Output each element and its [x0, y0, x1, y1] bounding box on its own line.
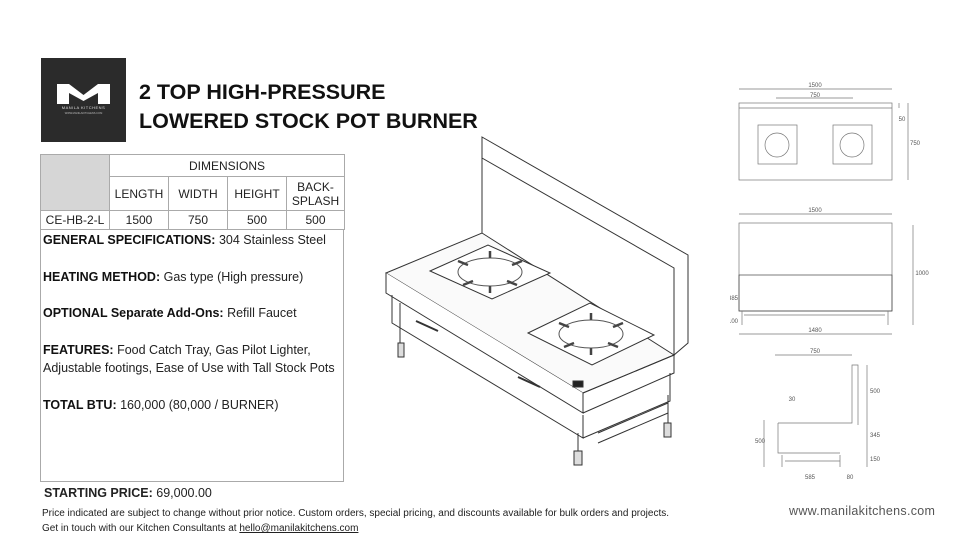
dim-label: 1500 [808, 208, 822, 214]
dim-label: 1500 [808, 83, 822, 89]
product-illustration [384, 136, 689, 466]
spec-label: FEATURES: [43, 342, 114, 357]
dim-label: 100 [730, 319, 739, 325]
col-backsplash: BACK-SPLASH [286, 176, 345, 211]
dim-label: 1480 [808, 328, 822, 334]
table-row: CE-HB-2-L 1500 750 500 500 [40, 210, 345, 230]
spec-value: 304 Stainless Steel [215, 233, 326, 247]
value-length: 1500 [109, 210, 169, 230]
col-length: LENGTH [109, 176, 169, 211]
note-contact-text: Get in touch with our Kitchen Consultant… [42, 523, 240, 534]
col-height: HEIGHT [227, 176, 287, 211]
price-note: Price indicated are subject to change wi… [42, 506, 669, 536]
spec-value: Gas type (High pressure) [160, 269, 304, 284]
spec-value: 160,000 (80,000 / BURNER) [116, 397, 279, 412]
spec-general: GENERAL SPECIFICATIONS: 304 Stainless St… [43, 231, 341, 249]
dim-label: 500 [755, 439, 766, 445]
col-width: WIDTH [168, 176, 228, 211]
note-line-1: Price indicated are subject to change wi… [42, 508, 669, 519]
price-value: 69,000.00 [152, 486, 212, 500]
dim-label: 80 [847, 475, 854, 481]
page-title: 2 TOP HIGH-PRESSURE LOWERED STOCK POT BU… [139, 78, 478, 136]
spec-btu: TOTAL BTU: 160,000 (80,000 / BURNER) [43, 396, 341, 414]
spec-label: OPTIONAL Separate Add-Ons: [43, 306, 224, 321]
dim-label: 385 [730, 296, 739, 302]
value-backsplash: 500 [286, 210, 345, 230]
dim-label: 50 [899, 117, 906, 123]
brand-logo: MANILA KITCHENS WWW.MANILAKITCHENS.COM [41, 58, 126, 142]
dim-label: 30 [789, 397, 796, 403]
logo-tagline: WWW.MANILAKITCHENS.COM [64, 112, 103, 115]
spec-value: Food Catch Tray, Gas Pilot Lighter, Adju… [43, 342, 335, 376]
spec-optional: OPTIONAL Separate Add-Ons: Refill Faucet [43, 304, 341, 322]
dim-label: 1000 [915, 271, 929, 277]
email-link[interactable]: hello@manilakitchens.com [239, 523, 359, 534]
specifications-box: GENERAL SPECIFICATIONS: 304 Stainless St… [40, 229, 344, 482]
website-url[interactable]: www.manilakitchens.com [789, 504, 936, 518]
col-backsplash-l2: SPLASH [291, 193, 340, 208]
title-line-1: 2 TOP HIGH-PRESSURE [139, 80, 386, 104]
side-view [763, 354, 868, 467]
dim-label: 500 [870, 389, 881, 395]
logo-text: MANILA KITCHENS [61, 105, 106, 110]
title-line-2: LOWERED STOCK POT BURNER [139, 109, 478, 133]
col-backsplash-l1: BACK- [297, 179, 334, 194]
starting-price: STARTING PRICE: 69,000.00 [44, 486, 212, 500]
front-view [738, 213, 914, 335]
blank-header-cell [40, 154, 110, 211]
spec-label: HEATING METHOD: [43, 269, 161, 284]
spec-heating: HEATING METHOD: Gas type (High pressure) [43, 268, 341, 286]
dim-label: 750 [810, 349, 821, 355]
note-line-2: Get in touch with our Kitchen Consultant… [42, 521, 669, 536]
spec-label: GENERAL SPECIFICATIONS: [43, 233, 216, 247]
dimensions-header: DIMENSIONS [109, 154, 345, 177]
dim-label: 150 [870, 457, 881, 463]
value-width: 750 [168, 210, 228, 230]
price-label: STARTING PRICE: [44, 486, 153, 500]
spec-value: Refill Faucet [223, 306, 297, 321]
logo-m-mark [57, 84, 110, 104]
dim-label: 750 [810, 93, 821, 99]
technical-drawings: 1500 750 50 750 1500 1000 1480 385 100 7… [730, 83, 929, 481]
spec-features: FEATURES: Food Catch Tray, Gas Pilot Lig… [43, 341, 341, 378]
spec-label: TOTAL BTU: [43, 397, 117, 412]
dimensions-table: DIMENSIONS LENGTH WIDTH HEIGHT BACK-SPLA… [40, 154, 345, 230]
dim-label: 345 [870, 433, 881, 439]
dim-label: 585 [805, 475, 816, 481]
dim-label: 750 [910, 141, 921, 147]
top-view [738, 88, 909, 181]
value-height: 500 [227, 210, 287, 230]
model-code: CE-HB-2-L [40, 210, 110, 230]
